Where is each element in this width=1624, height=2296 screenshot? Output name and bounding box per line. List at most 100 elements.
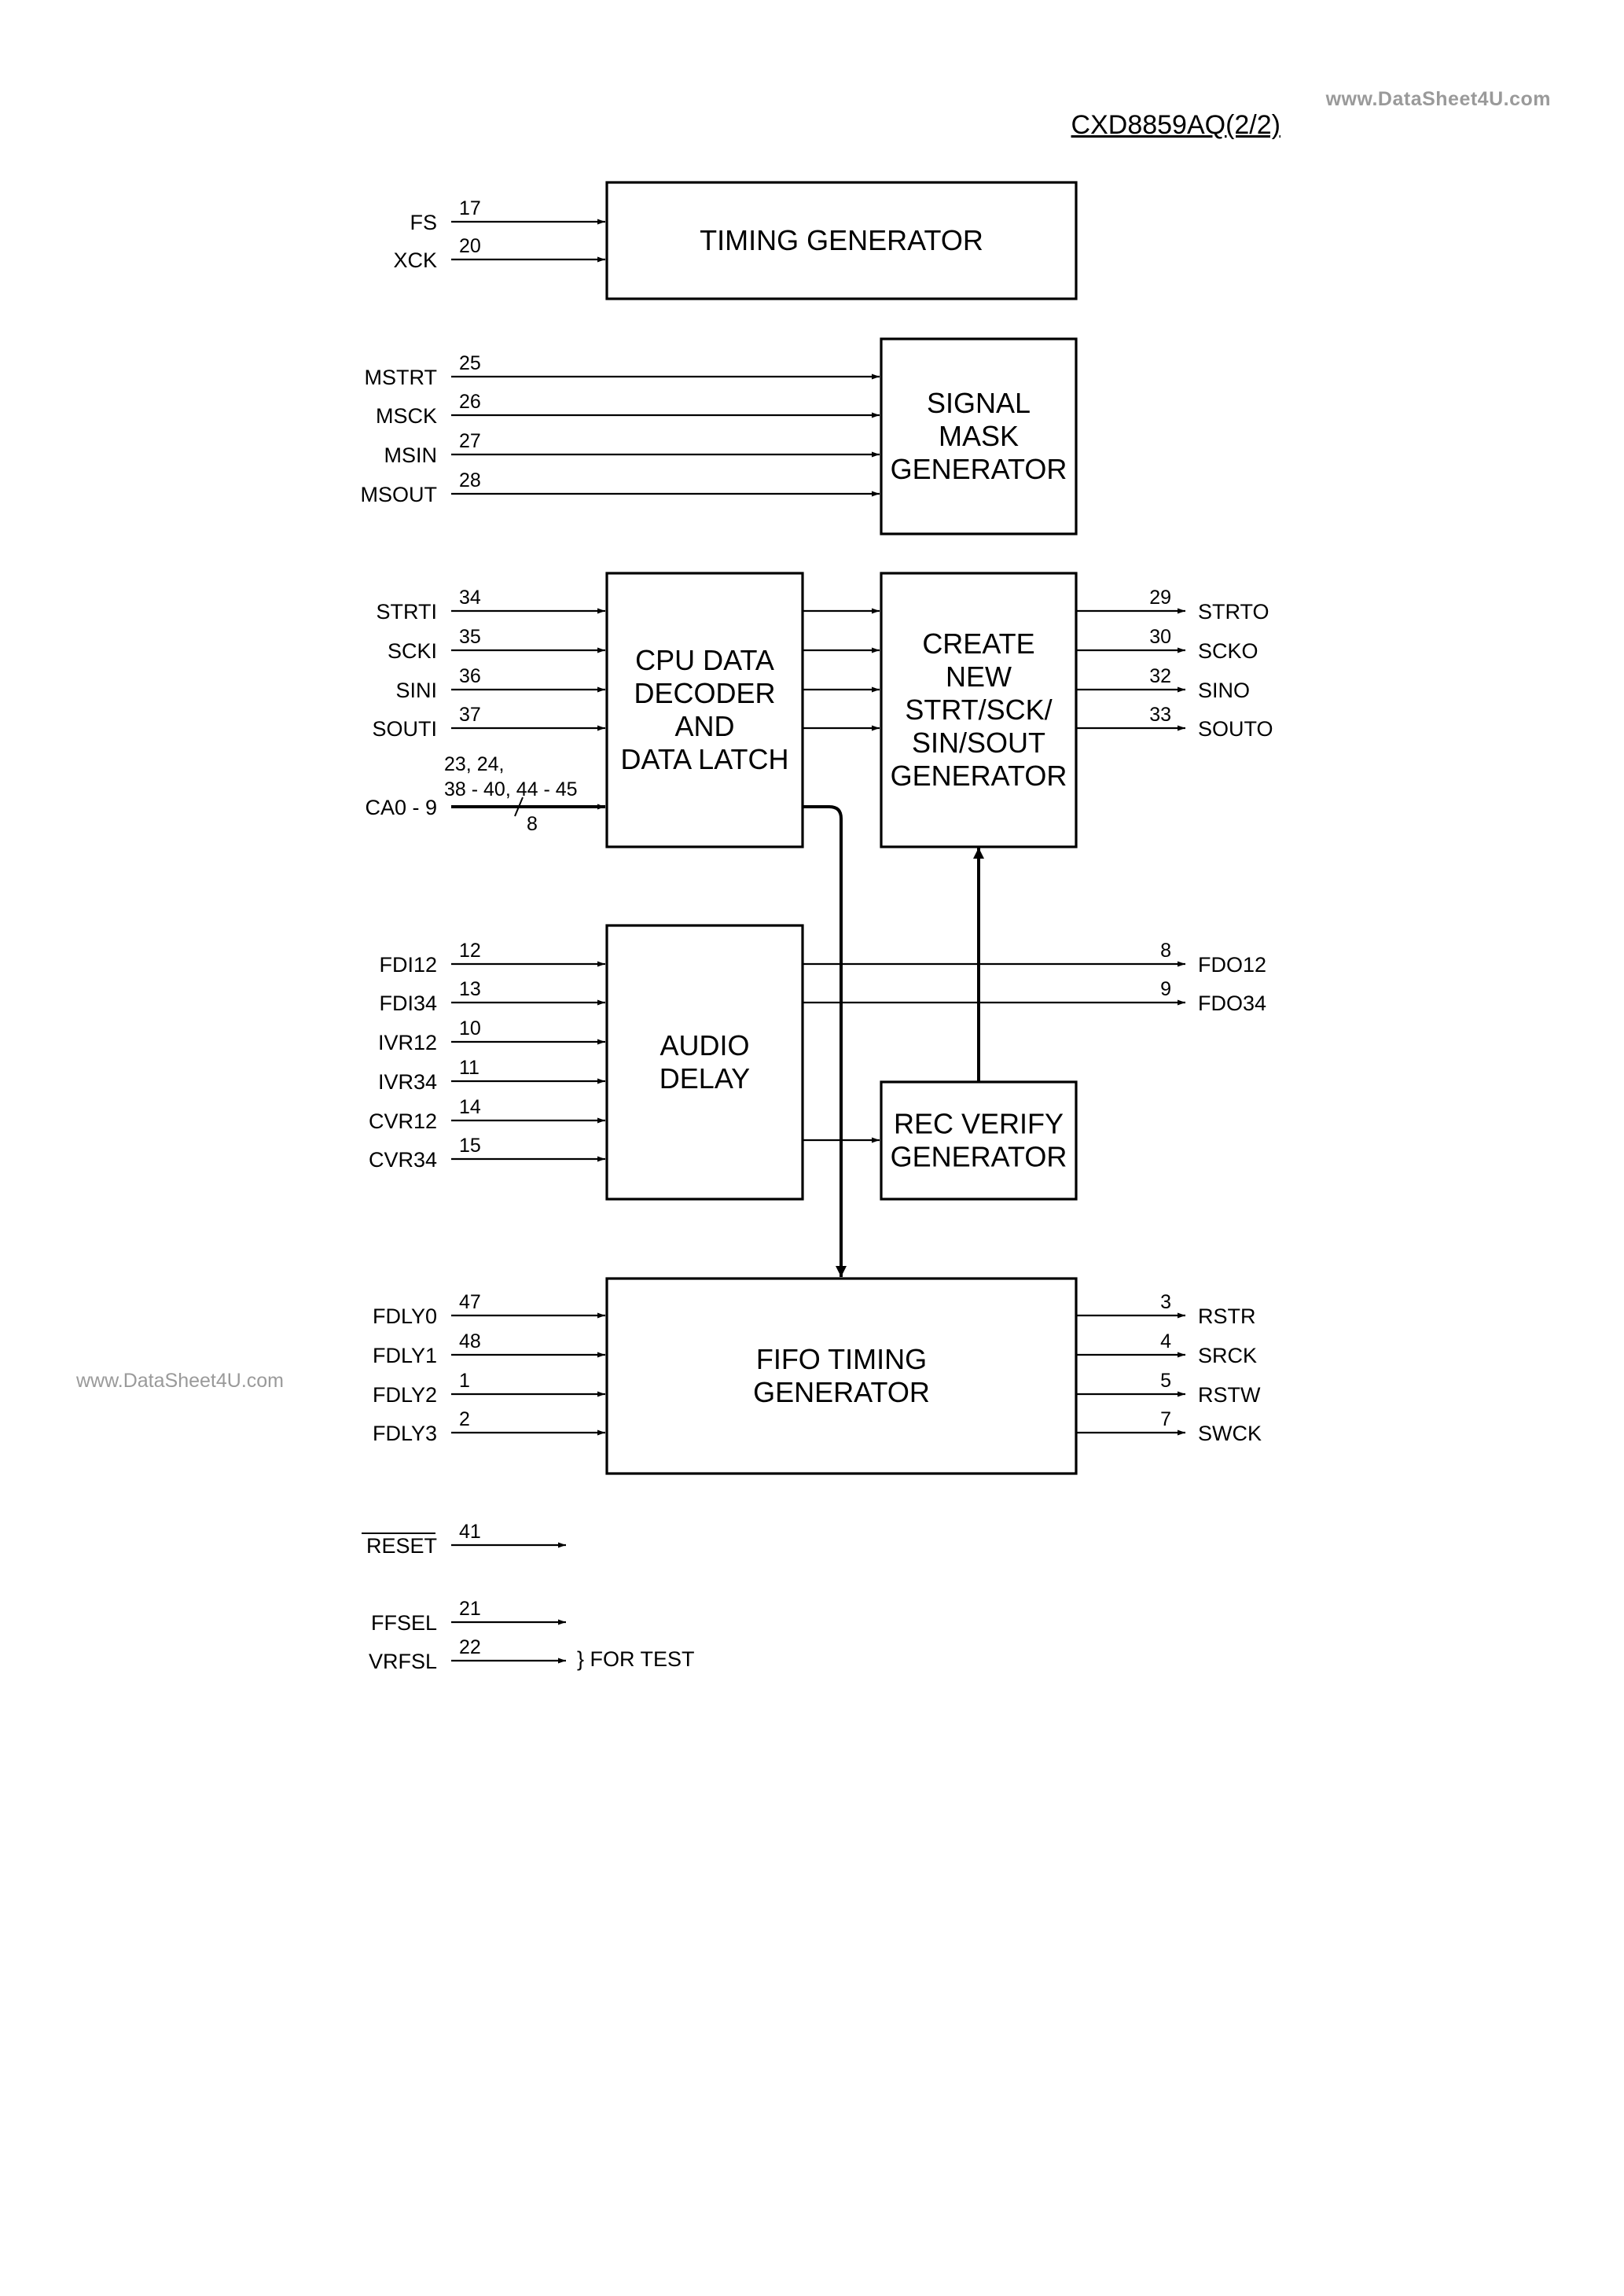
pin-28-number: 28: [459, 469, 481, 491]
pin-37-number: 37: [459, 704, 481, 726]
pin-27-number: 27: [459, 430, 481, 452]
xck-signal-label: XCK: [393, 248, 437, 272]
swck-signal-label: SWCK: [1198, 1422, 1262, 1445]
fdly1-signal-label: FDLY1: [373, 1344, 437, 1367]
msout-signal-label: MSOUT: [361, 483, 438, 506]
cvr12-signal-label: CVR12: [369, 1109, 437, 1133]
pin-12-number: 12: [459, 940, 481, 962]
fifo-timing-generator-label: GENERATOR: [753, 1376, 930, 1408]
watermark-top: www.DataSheet4U.com: [1325, 88, 1551, 110]
fdly2-signal-label: FDLY2: [373, 1383, 437, 1407]
rec-verify-generator-block: [880, 1080, 1078, 1201]
cpu-data-decoder-label: DATA LATCH: [620, 743, 788, 775]
strti-signal-label: STRTI: [376, 600, 437, 624]
sino-signal-label: SINO: [1198, 679, 1250, 702]
signal-mask-generator-label: MASK: [939, 420, 1019, 452]
pin-41-number: 41: [459, 1521, 481, 1543]
signal-mask-generator-block: [880, 337, 1078, 535]
pin-26-number: 26: [459, 391, 481, 413]
create-new-generator-label: NEW: [946, 660, 1012, 693]
pin-35-number: 35: [459, 626, 481, 648]
document-code: CXD8859AQ(2/2): [1071, 110, 1280, 140]
audio-delay-label: DELAY: [660, 1062, 750, 1095]
mstrt-signal-label: MSTRT: [365, 366, 438, 389]
pin-7-number: 7: [1160, 1408, 1171, 1430]
pin-33-number: 33: [1149, 704, 1171, 726]
pin-4-number: 4: [1160, 1330, 1171, 1352]
fdly0-signal-label: FDLY0: [373, 1304, 437, 1328]
rec-verify-generator-label: GENERATOR: [891, 1141, 1067, 1173]
fdi34-signal-label: FDI34: [379, 992, 437, 1015]
pin-14-number: 14: [459, 1096, 481, 1118]
bus-slash: [514, 797, 524, 817]
pin-34-number: 34: [459, 587, 481, 609]
souto-signal-label: SOUTO: [1198, 717, 1273, 741]
scki-signal-label: SCKI: [388, 639, 437, 663]
signal-mask-generator-label: SIGNAL: [927, 387, 1031, 419]
strto-signal-label: STRTO: [1198, 600, 1269, 624]
fs-signal-label: FS: [410, 211, 437, 234]
audio-delay-label: AUDIO: [660, 1029, 749, 1062]
pin-15-number: 15: [459, 1135, 481, 1157]
pin-21-number: 21: [459, 1598, 481, 1620]
for-test-note: } FOR TEST: [577, 1647, 695, 1671]
ffsel-signal-label: FFSEL: [371, 1611, 437, 1635]
pin-29-number: 29: [1149, 587, 1171, 609]
pin-5-number: 5: [1160, 1370, 1171, 1392]
audio-delay-block: [605, 924, 804, 1201]
fdly3-signal-label: FDLY3: [373, 1422, 437, 1445]
vrfsl-signal-label: VRFSL: [369, 1650, 437, 1673]
pin-2-number: 2: [459, 1408, 470, 1430]
fifo-timing-generator-label: FIFO TIMING: [756, 1343, 927, 1375]
ca0-9-signal-label: CA0 - 9: [365, 796, 437, 819]
pin-9-number: 9: [1160, 978, 1171, 1000]
cvr34-signal-label: CVR34: [369, 1148, 437, 1172]
ivr12-signal-label: IVR12: [378, 1031, 437, 1054]
bus-pins-line2: 38 - 40, 44 - 45: [444, 778, 578, 800]
fdi12-signal-label: FDI12: [379, 953, 437, 977]
pin-11-number: 11: [459, 1057, 479, 1079]
fdo34-signal-label: FDO34: [1198, 992, 1266, 1015]
pin-32-number: 32: [1149, 665, 1171, 687]
cpu-data-decoder-label: DECODER: [634, 677, 775, 709]
timing-generator-label: TIMING GENERATOR: [700, 224, 983, 256]
rstw-signal-label: RSTW: [1198, 1383, 1261, 1407]
ivr34-signal-label: IVR34: [378, 1070, 437, 1094]
srck-signal-label: SRCK: [1198, 1344, 1257, 1367]
bus-width-label: 8: [527, 813, 538, 835]
pin-30-number: 30: [1149, 626, 1171, 648]
pin-22-number: 22: [459, 1636, 481, 1658]
cpu-data-decoder-label: AND: [674, 710, 734, 742]
create-new-generator-label: STRT/SCK/: [905, 694, 1052, 726]
msck-signal-label: MSCK: [376, 404, 437, 428]
rec-verify-generator-label: REC VERIFY: [894, 1108, 1064, 1140]
pin-3-number: 3: [1160, 1291, 1171, 1313]
create-new-generator-label: SIN/SOUT: [912, 727, 1045, 759]
bus-pins-line1: 23, 24,: [444, 753, 504, 775]
souti-signal-label: SOUTI: [372, 717, 437, 741]
pin-10-number: 10: [459, 1017, 481, 1039]
pin-1-number: 1: [459, 1370, 470, 1392]
pin-48-number: 48: [459, 1330, 481, 1352]
fdo12-signal-label: FDO12: [1198, 953, 1266, 977]
reset-signal-label: RESET: [366, 1534, 437, 1558]
cpu-data-decoder-block: [605, 572, 804, 848]
pin-47-number: 47: [459, 1291, 481, 1313]
cpu-data-decoder-label: CPU DATA: [635, 644, 774, 676]
scko-signal-label: SCKO: [1198, 639, 1258, 663]
msin-signal-label: MSIN: [384, 443, 438, 467]
cpu-to-fifo-arrow: [803, 805, 847, 1277]
pin-36-number: 36: [459, 665, 481, 687]
rstr-signal-label: RSTR: [1198, 1304, 1256, 1328]
create-new-generator-label: GENERATOR: [891, 760, 1067, 792]
pin-17-number: 17: [459, 197, 481, 219]
create-new-generator-block: [880, 572, 1078, 848]
fifo-timing-generator-block: [605, 1277, 1078, 1475]
pin-8-number: 8: [1160, 940, 1171, 962]
sini-signal-label: SINI: [395, 679, 437, 702]
timing-generator-block: [605, 181, 1078, 300]
create-new-generator-label: CREATE: [922, 627, 1034, 660]
signal-mask-generator-label: GENERATOR: [891, 453, 1067, 485]
pin-20-number: 20: [459, 235, 481, 257]
